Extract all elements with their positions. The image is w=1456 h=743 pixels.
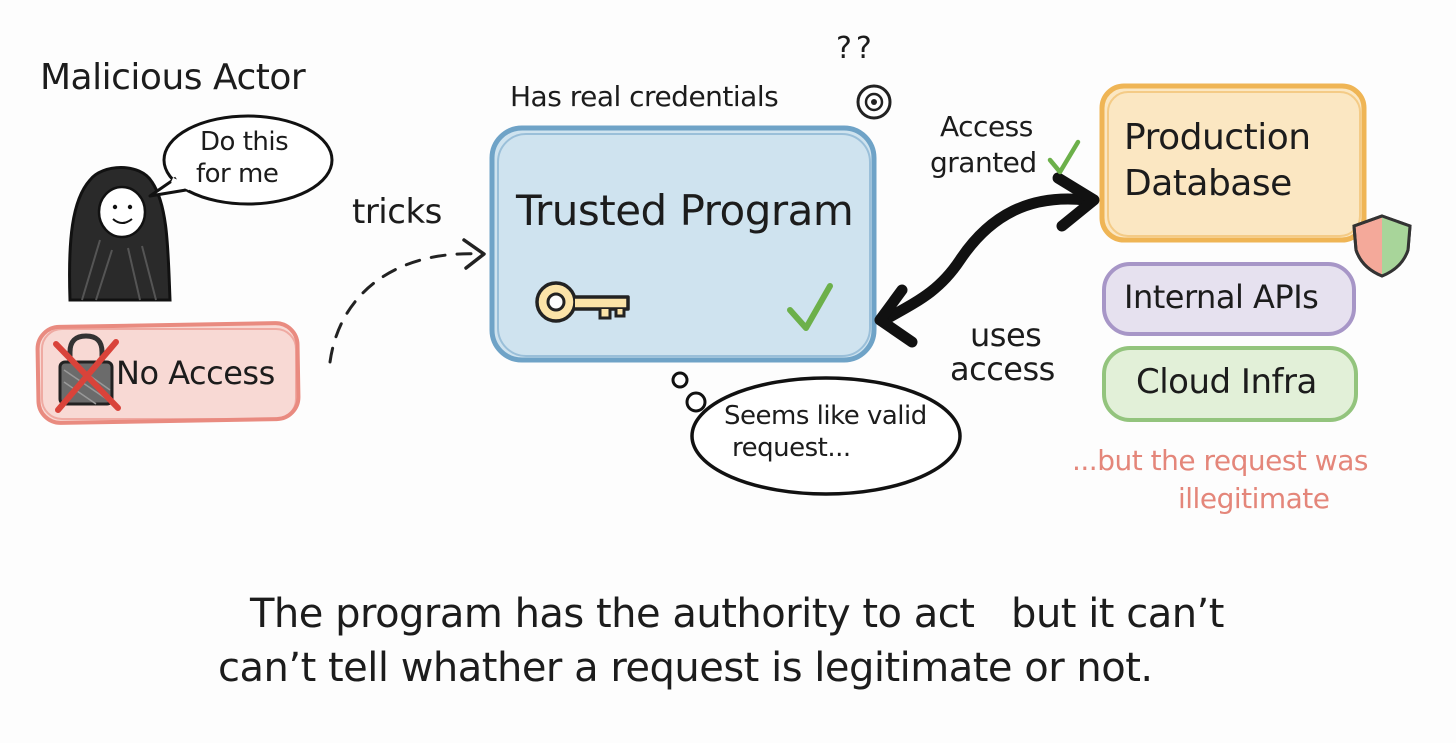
checkmark-icon (787, 283, 833, 331)
access-arrow (874, 172, 1100, 348)
tricks-label: tricks (352, 192, 442, 232)
caption-line-2: can’t tell whather a request is legitima… (218, 645, 1153, 691)
illegitimate-note-line-2: illegitimate (1178, 482, 1330, 515)
cloud-infra-box (1102, 346, 1358, 422)
database-line-1: Production (1124, 117, 1311, 158)
internal-apis-box (1102, 262, 1356, 336)
internal-apis-label: Internal APIs (1124, 278, 1319, 316)
tricks-arrow (328, 238, 486, 364)
thought-line-2: request... (732, 433, 851, 463)
thought-bubble (671, 371, 962, 496)
access-granted-line-2: granted (930, 146, 1037, 179)
shield-icon (1352, 214, 1412, 278)
confusion-marks: ?? (836, 31, 876, 66)
speech-bubble (148, 114, 334, 206)
actor-label: Malicious Actor (40, 57, 306, 98)
trusted-program-title: Trusted Program (516, 186, 854, 235)
credentials-note: Has real credentials (510, 80, 779, 113)
illegitimate-note-line-1: ...but the request was (1072, 444, 1368, 477)
hooded-figure-icon (68, 166, 172, 302)
access-granted-line-1: Access (940, 110, 1033, 143)
uses-access-line-2: access (950, 350, 1055, 388)
key-icon (535, 281, 630, 323)
speech-line-1: Do this (200, 127, 289, 157)
checkmark-icon (1047, 139, 1081, 175)
trusted-program-box (489, 125, 877, 363)
uses-access-line-1: uses (970, 316, 1042, 354)
database-line-2: Database (1124, 163, 1292, 204)
thought-line-1: Seems like valid (724, 401, 927, 431)
no-access-label: No Access (116, 354, 275, 392)
eye-icon (856, 84, 892, 120)
speech-line-2: for me (196, 159, 279, 189)
cross-icon (53, 339, 121, 413)
production-database-box (1099, 83, 1367, 243)
caption-line-1: The program has the authority to act but… (250, 591, 1224, 637)
cloud-infra-label: Cloud Infra (1136, 362, 1317, 402)
